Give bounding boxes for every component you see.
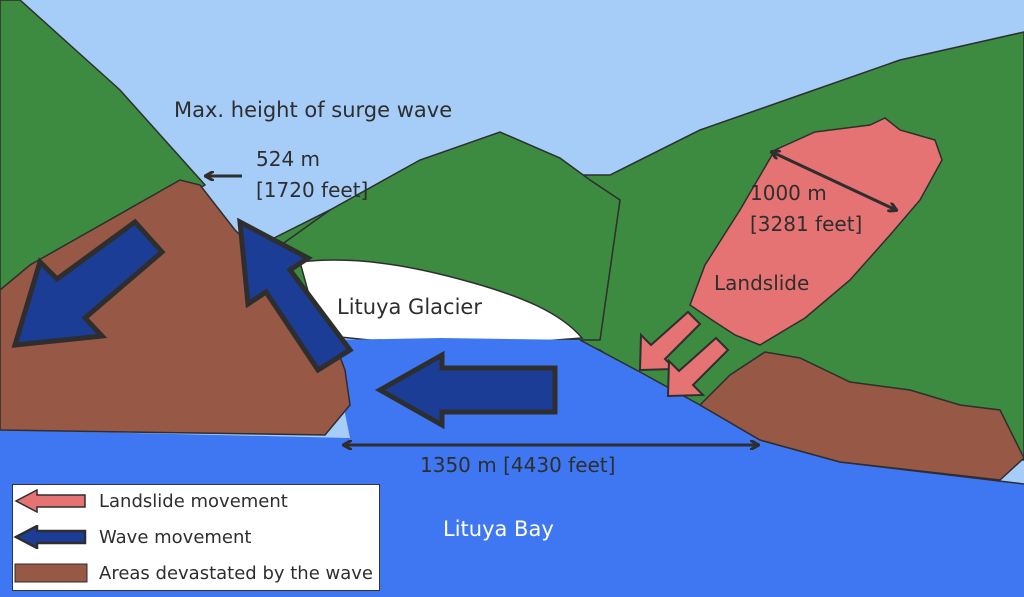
max-height-title: Max. height of surge wave [174, 98, 453, 122]
landslide-arrow-icon [14, 489, 86, 513]
legend-label-devastated: Areas devastated by the wave [99, 563, 373, 584]
left-mountain [0, 0, 207, 291]
wave-arrow-up-slope [237, 217, 354, 374]
devastated-swatch-icon [14, 563, 88, 583]
wave-arrow-left-slope [11, 218, 166, 348]
glacier-label: Lituya Glacier [337, 295, 482, 319]
landslide-label: Landslide [714, 271, 810, 295]
legend-item-devastated: Areas devastated by the wave [13, 561, 379, 589]
legend-item-wave: Wave movement [13, 525, 379, 553]
landslide-width-meters: 1000 m [750, 181, 827, 205]
max-height-meters: 524 m [256, 147, 321, 171]
wave-arrow-bay [374, 350, 558, 430]
legend: Landslide movement Wave movement Areas d… [12, 484, 380, 591]
legend-item-landslide: Landslide movement [13, 489, 379, 517]
landslide-width-dimension [772, 152, 896, 210]
max-height-feet: [1720 feet] [256, 178, 369, 202]
legend-label-wave: Wave movement [99, 527, 252, 548]
devastated-area-right [698, 351, 1024, 481]
bay-label: Lituya Bay [443, 517, 554, 541]
landslide-width-feet: [3281 feet] [750, 212, 863, 236]
lituya-glacier [299, 259, 584, 349]
bay-width-label: 1350 m [4430 feet] [420, 453, 616, 477]
landslide-arrow-1 [638, 310, 702, 372]
legend-label-landslide: Landslide movement [99, 491, 288, 512]
landslide-arrow-2 [666, 336, 730, 398]
wave-arrow-icon [13, 525, 87, 549]
